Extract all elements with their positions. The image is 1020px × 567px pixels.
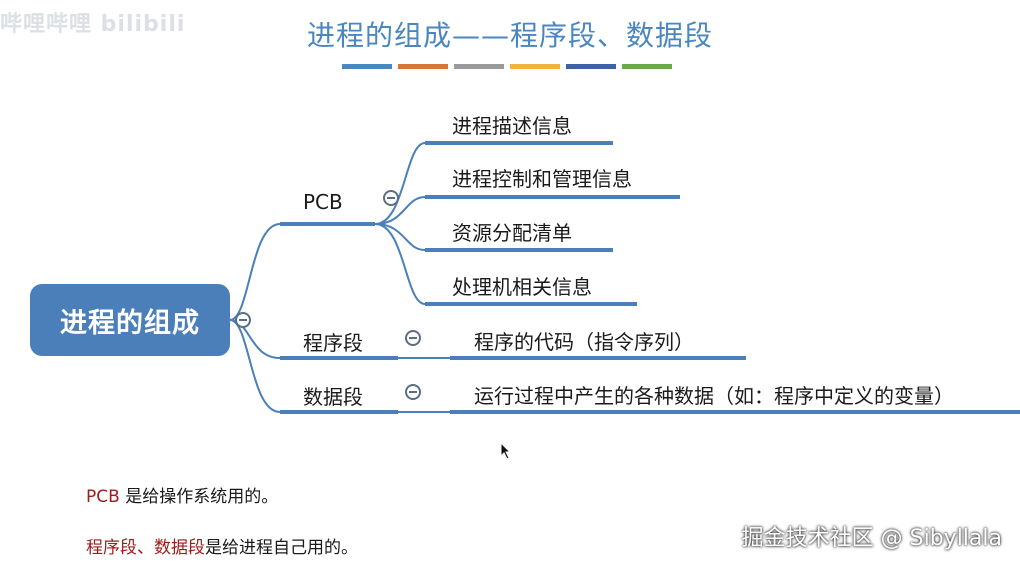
title-bar: [622, 64, 672, 69]
title-bar: [566, 64, 616, 69]
note-highlight: 程序段、数据段: [86, 538, 205, 558]
connector-pcb-1: [374, 142, 426, 225]
node-data-child[interactable]: 运行过程中产生的各种数据（如：程序中定义的变量）: [474, 384, 954, 408]
node-pcb-child[interactable]: 资源分配清单: [452, 221, 572, 245]
title-bar: [454, 64, 504, 69]
collapse-data-icon[interactable]: [405, 384, 421, 400]
node-pcb-child[interactable]: 进程控制和管理信息: [452, 167, 632, 191]
root-node[interactable]: 进程的组成: [30, 284, 230, 356]
note-segments: 程序段、数据段是给进程自己用的。: [86, 533, 358, 558]
note-highlight: PCB: [86, 487, 120, 507]
juejin-watermark: 掘金技术社区 @ Sibyllala: [741, 526, 1002, 551]
note-text: 是给进程自己用的。: [205, 538, 358, 558]
connector-root-data: [229, 319, 281, 413]
collapse-program-icon[interactable]: [405, 330, 421, 346]
mouse-cursor-icon: [500, 442, 512, 460]
connector-pcb-4: [374, 223, 426, 305]
collapse-pcb-icon[interactable]: [383, 190, 399, 206]
root-node-label: 进程的组成: [60, 307, 200, 339]
node-program-child[interactable]: 程序的代码（指令序列）: [474, 330, 694, 354]
note-text: 是给操作系统用的。: [119, 487, 279, 507]
connector-pcb-3: [374, 223, 426, 251]
node-data-segment[interactable]: 数据段: [303, 385, 363, 409]
page-title: 进程的组成——程序段、数据段: [306, 19, 713, 52]
title-color-bars: [342, 64, 672, 69]
node-pcb-child[interactable]: 进程描述信息: [452, 114, 572, 138]
node-pcb-child[interactable]: 处理机相关信息: [452, 275, 592, 299]
connector-root-pcb: [229, 223, 281, 321]
node-program-segment[interactable]: 程序段: [303, 331, 363, 355]
collapse-root-icon[interactable]: [235, 312, 251, 328]
title-bar: [510, 64, 560, 69]
connector-pcb-2: [374, 196, 426, 225]
node-pcb[interactable]: PCB: [303, 190, 343, 214]
bilibili-watermark: 哔哩哔哩 bilibili: [0, 12, 186, 37]
title-bar: [398, 64, 448, 69]
note-pcb: PCB 是给操作系统用的。: [86, 482, 278, 507]
title-bar: [342, 64, 392, 69]
